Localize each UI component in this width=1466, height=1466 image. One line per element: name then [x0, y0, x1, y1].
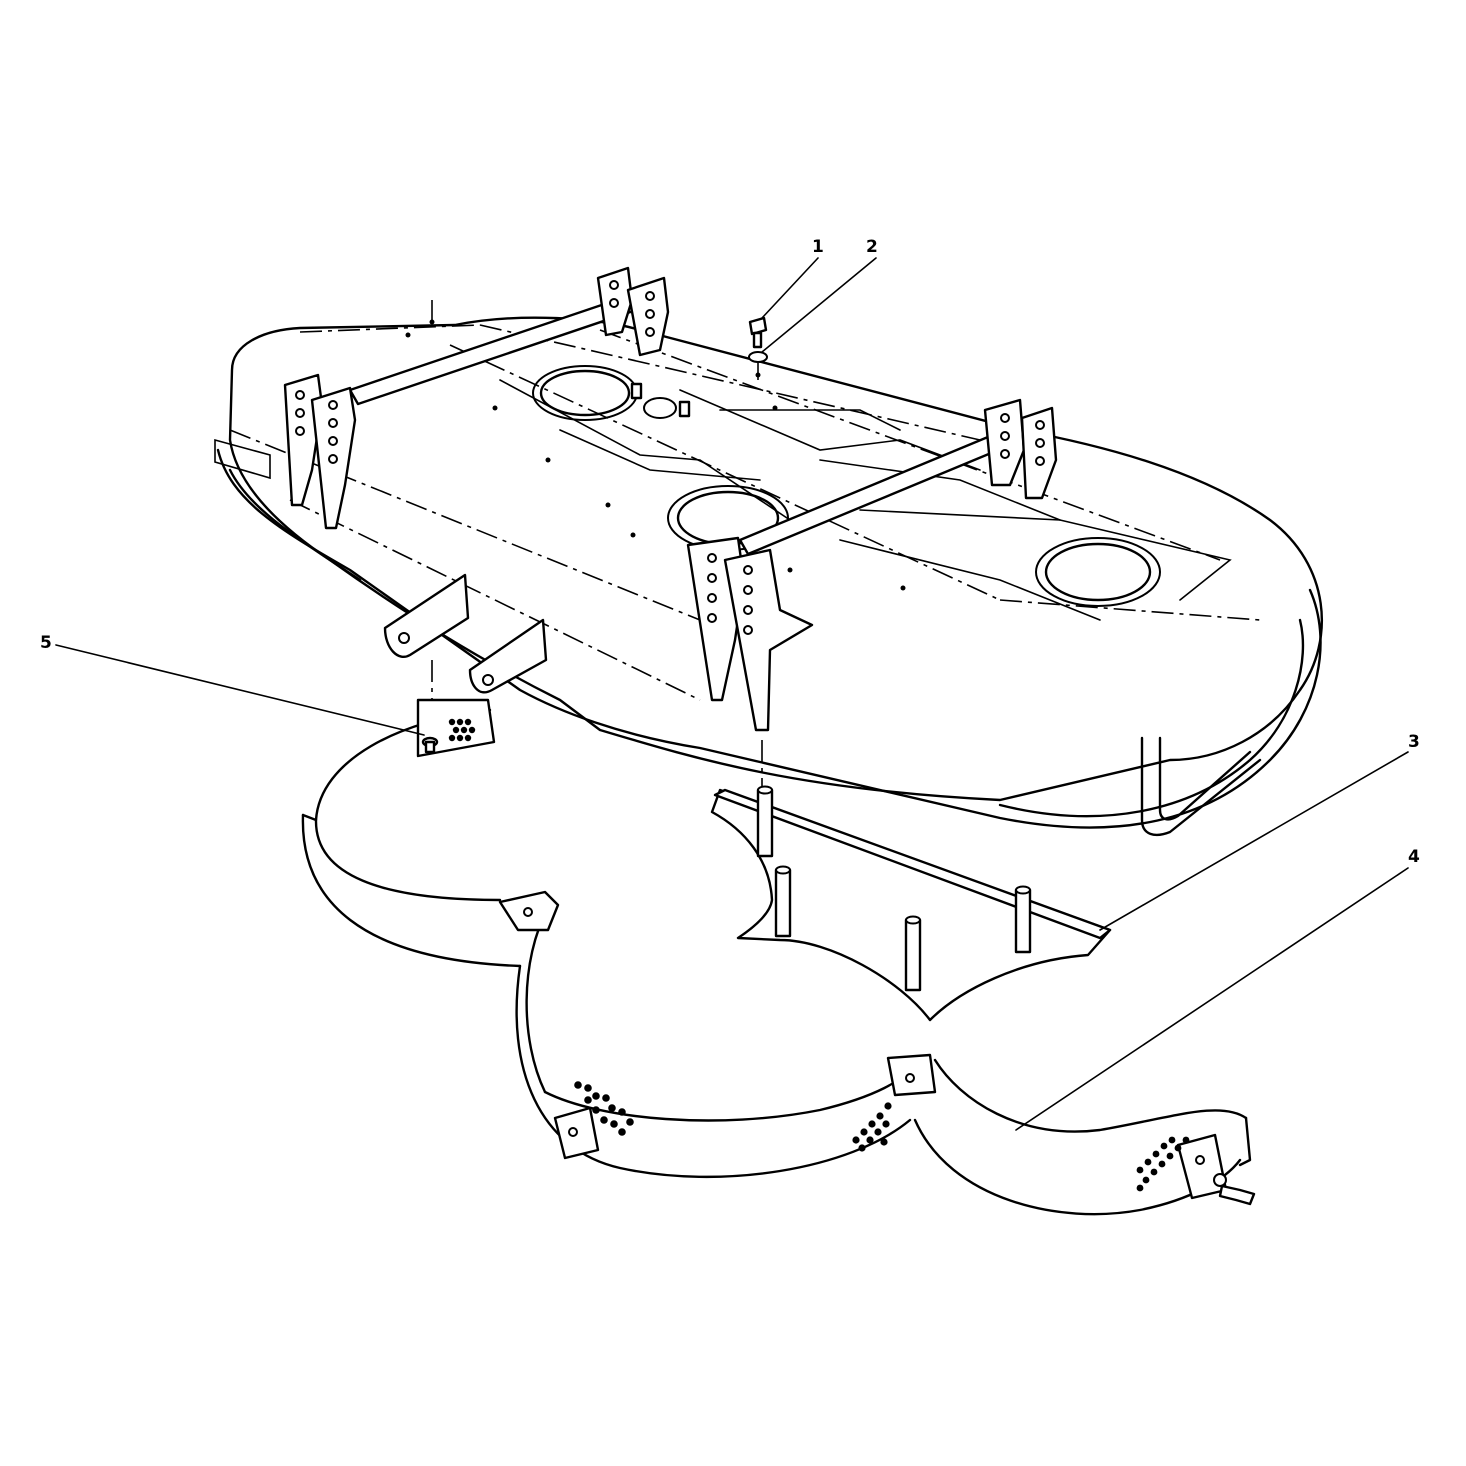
rear-right-bracket — [310, 386, 357, 530]
svg-text:5: 5 — [40, 633, 52, 653]
callout-2: 2 — [761, 237, 878, 353]
left-gauge-brackets — [383, 573, 548, 694]
perforations-left — [448, 718, 476, 742]
top-bracket-left — [596, 266, 634, 337]
end-bolt — [1213, 1173, 1256, 1206]
perforations-right — [1136, 1136, 1190, 1192]
front-right-bracket — [723, 548, 814, 732]
right-rear-bracket-1 — [983, 398, 1026, 487]
callout-3: 3 — [1099, 732, 1420, 931]
perforations-middle-right — [852, 1102, 892, 1152]
callout-1: 1 — [761, 237, 824, 319]
right-rear-bracket-2 — [1020, 406, 1058, 500]
svg-text:3: 3 — [1408, 732, 1420, 752]
baffle-plate — [710, 785, 1112, 1022]
svg-text:2: 2 — [866, 237, 878, 257]
svg-text:1: 1 — [812, 237, 824, 257]
callout-5: 5 — [40, 633, 425, 736]
lock-washer — [748, 351, 768, 363]
svg-text:4: 4 — [1408, 847, 1420, 867]
callout-4: 4 — [1015, 847, 1420, 1131]
hex-bolt — [748, 316, 768, 349]
perforations-middle-left — [574, 1081, 634, 1136]
screw — [421, 736, 439, 754]
deck-shield — [301, 698, 1252, 1216]
top-bracket-right — [626, 276, 670, 357]
